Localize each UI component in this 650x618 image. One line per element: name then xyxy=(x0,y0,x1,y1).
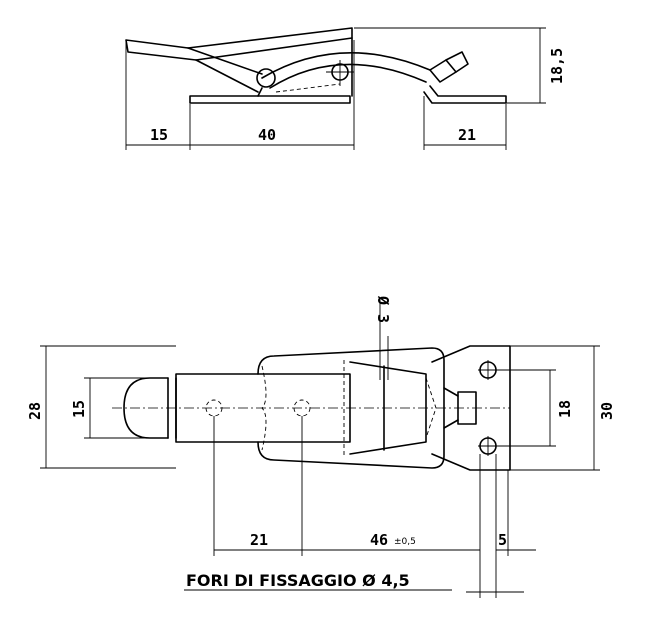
dim-top-46: 46 xyxy=(370,531,388,549)
lever-arm xyxy=(125,27,353,61)
mounting-holes-note: FORI DI FISSAGGIO Ø 4,5 xyxy=(186,571,410,590)
dim-side-15: 15 xyxy=(150,126,168,144)
dim-side-40: 40 xyxy=(258,126,276,144)
dim-top-d3: Ø 3 xyxy=(374,295,392,323)
body-side xyxy=(257,37,353,97)
dim-side-18-5: 18,5 xyxy=(548,48,566,84)
top-view: Ø 3 28 15 18 30 21 46 ±0,5 5 FORI D xyxy=(26,295,616,598)
pivot-left xyxy=(256,68,276,88)
catch-plate xyxy=(431,345,511,471)
dim-top-46-tol: ±0,5 xyxy=(394,537,416,547)
dim-side-21: 21 xyxy=(458,126,476,144)
dim-top-30: 30 xyxy=(598,402,616,420)
side-view: 15 40 21 18,5 xyxy=(125,27,566,150)
knob xyxy=(123,377,169,439)
dim-top-15: 15 xyxy=(70,400,88,418)
lever-body xyxy=(187,47,263,93)
dim-top-21: 21 xyxy=(250,531,268,549)
hook-bail xyxy=(261,52,431,89)
dim-top-18: 18 xyxy=(556,400,574,418)
body-top xyxy=(257,347,445,469)
catch-hook xyxy=(429,59,457,83)
dim-top-28: 28 xyxy=(26,402,44,420)
base-plate-left xyxy=(189,95,351,104)
lever-top xyxy=(175,373,351,443)
dim-top-5: 5 xyxy=(498,531,507,549)
